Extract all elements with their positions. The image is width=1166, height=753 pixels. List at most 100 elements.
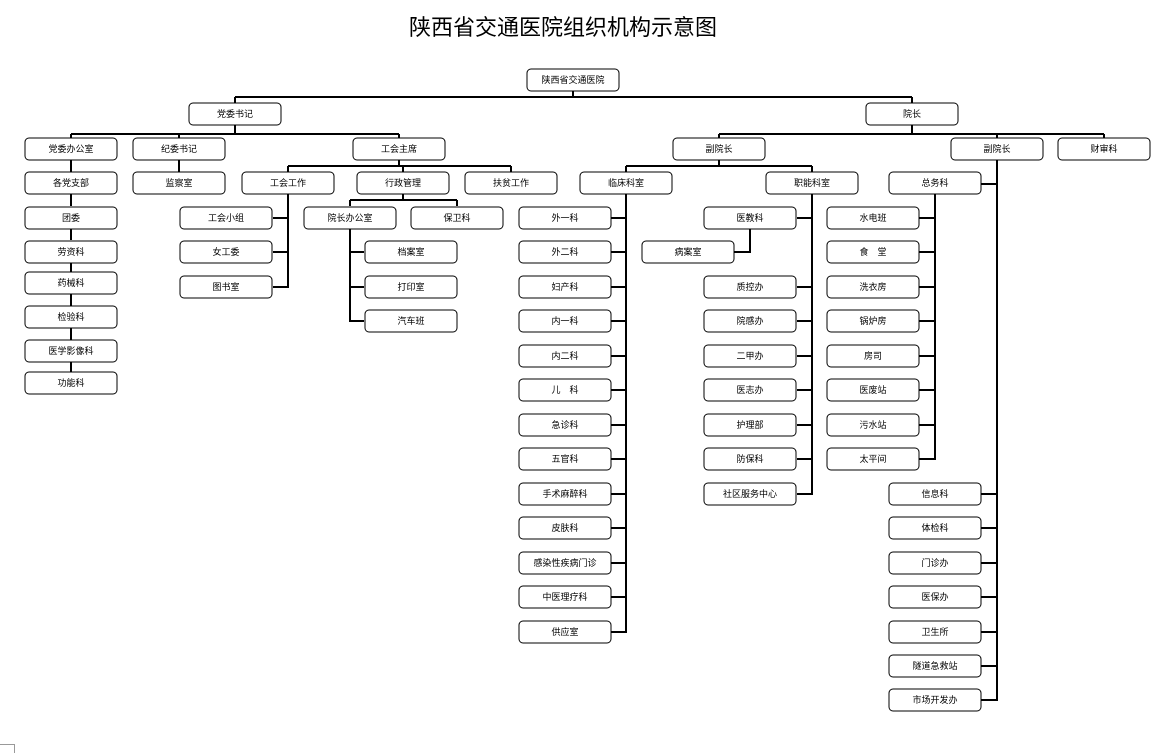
org-node-box [24, 240, 118, 264]
org-node-clinical-10: 感染性疾病门诊 [518, 551, 612, 575]
org-node-label: 监察室 [165, 177, 192, 189]
org-node-label: 门诊办 [921, 557, 948, 569]
org-node-general-6: 污水站 [826, 413, 920, 437]
org-node-label: 儿 科 [551, 384, 578, 396]
org-node-label: 中医理疗科 [542, 591, 587, 603]
org-node-box [179, 240, 273, 264]
org-node-root: 陕西省交通医院 [526, 68, 620, 92]
org-node-box [518, 516, 612, 540]
org-node-label: 团委 [62, 212, 80, 224]
org-node-insurance: 医志办 [703, 378, 797, 402]
connector-line [611, 194, 627, 633]
org-node-label: 图书室 [212, 281, 239, 293]
org-node-box [826, 206, 920, 230]
org-node-box [352, 137, 446, 161]
org-node-box [703, 309, 797, 333]
org-node-label: 锅炉房 [859, 315, 886, 327]
org-node-label: 社区服务中心 [723, 488, 777, 500]
org-node-label: 妇产科 [551, 281, 578, 293]
org-node-label: 内二科 [551, 350, 578, 362]
org-node-general-0: 水电班 [826, 206, 920, 230]
org-node-label: 食 堂 [859, 246, 886, 258]
org-node-equipment: 药械科 [24, 271, 118, 295]
org-node-label: 污水站 [859, 419, 886, 431]
org-node-lab: 检验科 [24, 305, 118, 329]
org-node-label: 洗衣房 [859, 281, 886, 293]
org-node-poverty: 扶贫工作 [464, 171, 558, 195]
page-corner-mark [0, 744, 15, 753]
org-node-label: 急诊科 [551, 419, 578, 431]
connector-line [919, 194, 936, 460]
org-node-vice2-4: 卫生所 [888, 620, 982, 644]
org-node-box [518, 585, 612, 609]
org-node-box [24, 137, 118, 161]
org-node-box [410, 206, 504, 230]
org-node-label: 房司 [864, 350, 882, 362]
org-node-vice-president-1: 副院长 [672, 137, 766, 161]
org-node-box [518, 344, 612, 368]
org-node-box [641, 240, 735, 264]
org-node-box [826, 447, 920, 471]
org-node-box [179, 206, 273, 230]
org-node-box [526, 68, 620, 92]
org-node-general-3: 锅炉房 [826, 309, 920, 333]
org-node-box [518, 275, 612, 299]
org-node-label: 临床科室 [608, 177, 644, 189]
org-node-box [826, 413, 920, 437]
org-node-party-office: 党委办公室 [24, 137, 118, 161]
org-node-label: 二甲办 [736, 350, 763, 362]
org-node-box [703, 275, 797, 299]
org-node-box [518, 240, 612, 264]
org-node-box [188, 102, 282, 126]
org-node-car-team: 汽车班 [364, 309, 458, 333]
org-node-box [888, 585, 982, 609]
org-node-box [865, 102, 959, 126]
org-node-label: 各党支部 [53, 177, 89, 189]
connector-line [734, 229, 751, 253]
org-node-label: 汽车班 [397, 315, 424, 327]
org-node-box [888, 171, 982, 195]
org-node-box [703, 413, 797, 437]
org-node-general-affairs: 总务科 [888, 171, 982, 195]
org-node-discipline-secretary: 纪委书记 [132, 137, 226, 161]
org-node-box [826, 240, 920, 264]
org-node-box [826, 378, 920, 402]
org-node-box [888, 688, 982, 712]
org-node-label: 病案室 [674, 246, 701, 258]
org-node-label: 院长办公室 [327, 212, 372, 224]
org-node-vice2-6: 市场开发办 [888, 688, 982, 712]
org-node-label: 医志办 [736, 384, 763, 396]
org-node-box [24, 339, 118, 363]
org-node-label: 党委书记 [217, 108, 253, 120]
org-node-clinical-4: 内二科 [518, 344, 612, 368]
org-node-infection: 院感办 [703, 309, 797, 333]
org-node-box [518, 551, 612, 575]
org-node-branches: 各党支部 [24, 171, 118, 195]
org-node-box [888, 551, 982, 575]
org-node-box [24, 371, 118, 395]
org-node-box [518, 309, 612, 333]
org-node-label: 外二科 [551, 246, 578, 258]
org-node-print: 打印室 [364, 275, 458, 299]
org-node-box [518, 378, 612, 402]
org-node-quality: 质控办 [703, 275, 797, 299]
org-node-box [132, 137, 226, 161]
org-node-label: 陕西省交通医院 [541, 74, 604, 86]
org-node-vice2-1: 体检科 [888, 516, 982, 540]
org-node-box [703, 447, 797, 471]
org-node-clinical-0: 外一科 [518, 206, 612, 230]
org-node-prevention: 防保科 [703, 447, 797, 471]
org-node-general-1: 食 堂 [826, 240, 920, 264]
org-node-community: 社区服务中心 [703, 482, 797, 506]
org-node-box [518, 206, 612, 230]
org-node-box [364, 240, 458, 264]
org-node-label: 工会主席 [381, 143, 417, 155]
org-node-union-group: 工会小组 [179, 206, 273, 230]
org-node-box [826, 309, 920, 333]
org-node-label: 质控办 [736, 281, 763, 293]
org-node-box [356, 171, 450, 195]
org-node-clinical-5: 儿 科 [518, 378, 612, 402]
org-node-label: 扶贫工作 [493, 177, 529, 189]
org-node-grade-a: 二甲办 [703, 344, 797, 368]
